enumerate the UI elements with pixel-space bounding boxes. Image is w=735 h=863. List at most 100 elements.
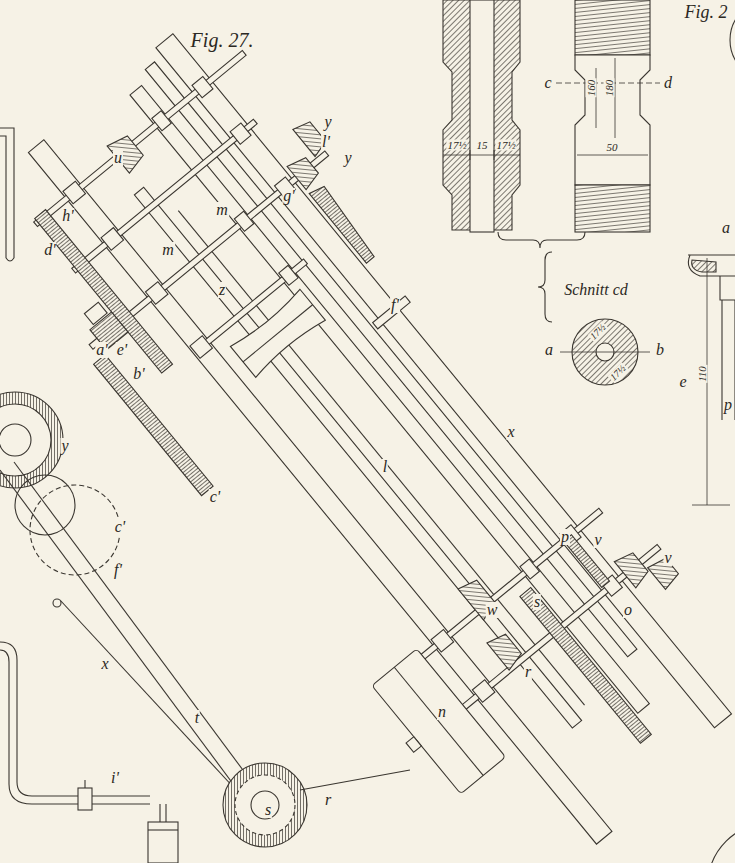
callout-letter: h' bbox=[61, 208, 74, 224]
side-view-part bbox=[53, 599, 61, 607]
machine-frame-part bbox=[458, 576, 499, 620]
side-view-part bbox=[0, 642, 150, 804]
machine-frame-part bbox=[309, 183, 378, 263]
machine-frame-part bbox=[520, 559, 539, 579]
side-view-part bbox=[0, 392, 63, 488]
machine-frame-part bbox=[84, 302, 107, 324]
machine-frame-part bbox=[564, 535, 610, 588]
side-view-part bbox=[14, 462, 260, 793]
side-view-part bbox=[0, 424, 31, 456]
callout-letter: 110 bbox=[697, 365, 708, 383]
machine-frame-part bbox=[234, 211, 253, 231]
section-views-part bbox=[575, 185, 650, 232]
callout-letter: a bbox=[544, 342, 554, 358]
callout-letter: s bbox=[533, 594, 541, 610]
callout-letter: b bbox=[655, 342, 665, 358]
callout-letter: x bbox=[100, 656, 109, 672]
machine-frame-part bbox=[190, 336, 213, 359]
figure-title: Fig. 27. bbox=[191, 30, 254, 50]
machine-frame-part bbox=[178, 211, 584, 706]
side-view-part bbox=[160, 804, 166, 822]
side-view-part bbox=[300, 770, 410, 790]
hook-detail-part bbox=[734, 300, 735, 420]
callout-letter: w bbox=[486, 602, 499, 618]
section-views-part bbox=[443, 155, 520, 156]
callout-letter: 180 bbox=[604, 79, 615, 98]
section-views-part bbox=[560, 352, 650, 353]
callout-letter: x bbox=[506, 424, 515, 440]
callout-letter: p bbox=[723, 397, 733, 413]
callout-letter: a bbox=[721, 220, 731, 236]
callout-letter: v bbox=[593, 532, 602, 548]
hook-detail-part bbox=[688, 255, 735, 300]
callout-letter: v bbox=[663, 550, 672, 566]
hook-detail-part bbox=[730, 0, 735, 80]
callout-letter: s bbox=[264, 802, 272, 818]
section-views-part bbox=[470, 150, 494, 160]
machine-frame-part bbox=[35, 210, 173, 373]
callout-letter: c' bbox=[209, 489, 222, 505]
side-view-part bbox=[235, 775, 295, 835]
section-views-part bbox=[596, 68, 597, 128]
side-view-part bbox=[84, 780, 85, 788]
side-view-part bbox=[148, 829, 178, 830]
callout-letter: m bbox=[215, 202, 229, 218]
side-view-part bbox=[223, 763, 307, 847]
side-view-part bbox=[0, 128, 14, 258]
section-views-part bbox=[498, 232, 585, 248]
callout-letter: f' bbox=[390, 297, 400, 313]
machine-frame-part bbox=[230, 123, 251, 144]
section-views-part bbox=[575, 55, 650, 185]
callout-letter: l bbox=[382, 459, 388, 475]
hook-detail-part bbox=[692, 260, 716, 272]
callout-letter: 17½ bbox=[495, 140, 516, 151]
callout-letter: 160 bbox=[586, 79, 597, 98]
side-view bbox=[0, 128, 410, 863]
callout-letter: y bbox=[60, 438, 69, 454]
callout-letter: d' bbox=[43, 242, 56, 258]
hook-detail-part bbox=[692, 505, 730, 506]
callout-letter: n bbox=[437, 704, 447, 720]
machine-frame-part bbox=[145, 282, 168, 305]
callout-letter: i' bbox=[110, 770, 120, 786]
callout-letter: o bbox=[623, 602, 633, 618]
callout-letter: y bbox=[343, 150, 352, 166]
machine-frame-part bbox=[72, 119, 257, 273]
callout-letter: c bbox=[543, 75, 552, 91]
machine-frame-part bbox=[472, 680, 495, 703]
machine-frame-part bbox=[243, 305, 313, 362]
side-view-part bbox=[6, 258, 14, 261]
section-views-part bbox=[615, 58, 616, 138]
side-view-part bbox=[78, 788, 92, 810]
callout-letter: z bbox=[218, 282, 226, 298]
machine-frame-part bbox=[372, 649, 506, 794]
machine-frame-part bbox=[287, 154, 321, 190]
machine-frame-part bbox=[230, 289, 325, 377]
machine-frame-part bbox=[192, 77, 213, 98]
hook-detail bbox=[688, 0, 735, 863]
hook-detail-part bbox=[688, 254, 735, 255]
side-view-part bbox=[15, 475, 75, 535]
section-views bbox=[443, 0, 660, 385]
machine-frame-part bbox=[63, 181, 86, 204]
machine-frame-part bbox=[394, 667, 483, 775]
side-view-part bbox=[251, 791, 279, 819]
machine-frame-part bbox=[373, 296, 411, 329]
callout-letter: g' bbox=[282, 188, 295, 204]
machine-frame-part bbox=[520, 588, 651, 744]
callout-letter: 15 bbox=[476, 140, 489, 151]
callout-letter: p bbox=[560, 529, 570, 545]
callout-letter: r bbox=[524, 664, 532, 680]
machine-frame-part bbox=[406, 737, 421, 753]
callout-letter: a' bbox=[95, 342, 108, 358]
callout-letter: Fig. 2 bbox=[684, 3, 729, 21]
callout-letter: d bbox=[663, 75, 673, 91]
side-view-part bbox=[148, 822, 178, 863]
callout-letter: c' bbox=[114, 519, 127, 535]
callout-letter: f' bbox=[113, 562, 123, 578]
machine-frame-part bbox=[279, 265, 298, 285]
callout-letter: l' bbox=[321, 134, 331, 150]
callout-letter: Schnitt cd bbox=[563, 282, 629, 298]
